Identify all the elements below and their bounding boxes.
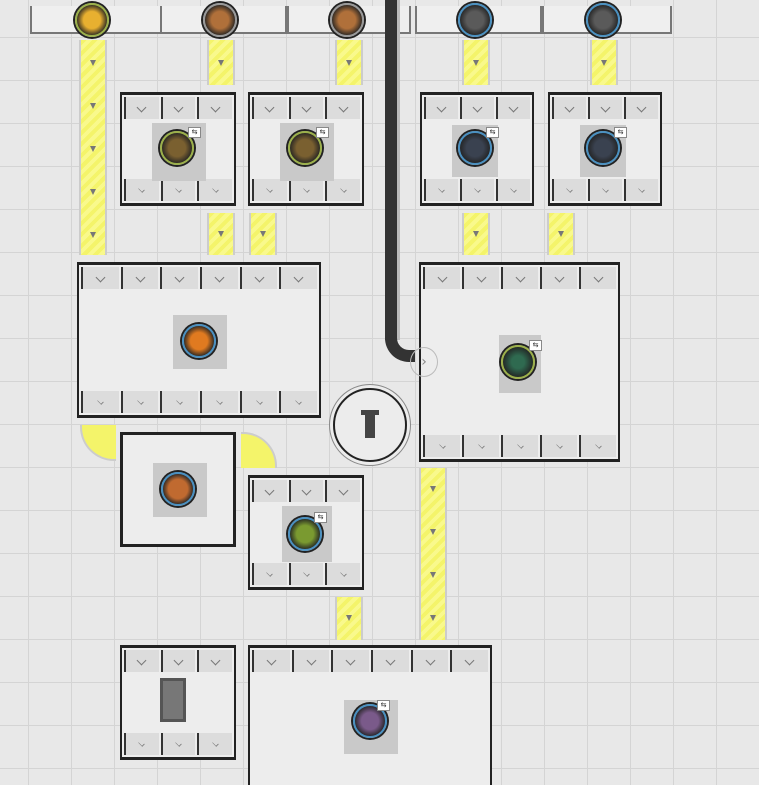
copper-ore-icon	[203, 3, 237, 37]
conveyor-belt[interactable]	[462, 213, 490, 255]
conveyor-belt[interactable]	[207, 40, 235, 85]
conveyor-belt[interactable]	[335, 597, 363, 640]
conveyor-belt[interactable]	[590, 40, 618, 85]
hub-tower-icon-top	[361, 410, 379, 415]
copper-cube-icon	[182, 324, 216, 358]
swap-recipe-icon[interactable]: ⇆	[529, 340, 542, 351]
swap-recipe-icon[interactable]: ⇆	[377, 700, 390, 711]
assembler-machine[interactable]	[248, 475, 364, 590]
storage-container-icon	[160, 678, 186, 722]
conveyor-belt[interactable]	[335, 40, 363, 85]
manufacturer-machine[interactable]	[77, 262, 321, 418]
conveyor-belt[interactable]	[419, 468, 447, 640]
coal-icon	[586, 3, 620, 37]
swap-recipe-icon[interactable]: ⇆	[614, 127, 627, 138]
conveyor-belt-curve[interactable]	[80, 425, 116, 461]
conveyor-belt[interactable]	[547, 213, 575, 255]
conveyor-belt[interactable]	[207, 213, 235, 255]
swap-recipe-icon[interactable]: ⇆	[316, 127, 329, 138]
pipe-connector[interactable]: ›	[410, 347, 438, 377]
coal-icon	[458, 3, 492, 37]
swap-recipe-icon[interactable]: ⇆	[486, 127, 499, 138]
conveyor-belt[interactable]	[462, 40, 490, 85]
caterium-ore-icon	[75, 3, 109, 37]
hub-tower-icon	[365, 410, 375, 438]
conveyor-belt[interactable]	[79, 40, 107, 255]
brick-block-icon	[161, 472, 195, 506]
conveyor-belt[interactable]	[249, 213, 277, 255]
refinery-machine[interactable]	[419, 262, 620, 462]
conveyor-belt-curve[interactable]	[241, 432, 277, 468]
swap-recipe-icon[interactable]: ⇆	[188, 127, 201, 138]
copper-ore-icon	[330, 3, 364, 37]
pipeline[interactable]	[385, 0, 400, 340]
coal-chunk-icon	[586, 131, 620, 165]
swap-recipe-icon[interactable]: ⇆	[314, 512, 327, 523]
